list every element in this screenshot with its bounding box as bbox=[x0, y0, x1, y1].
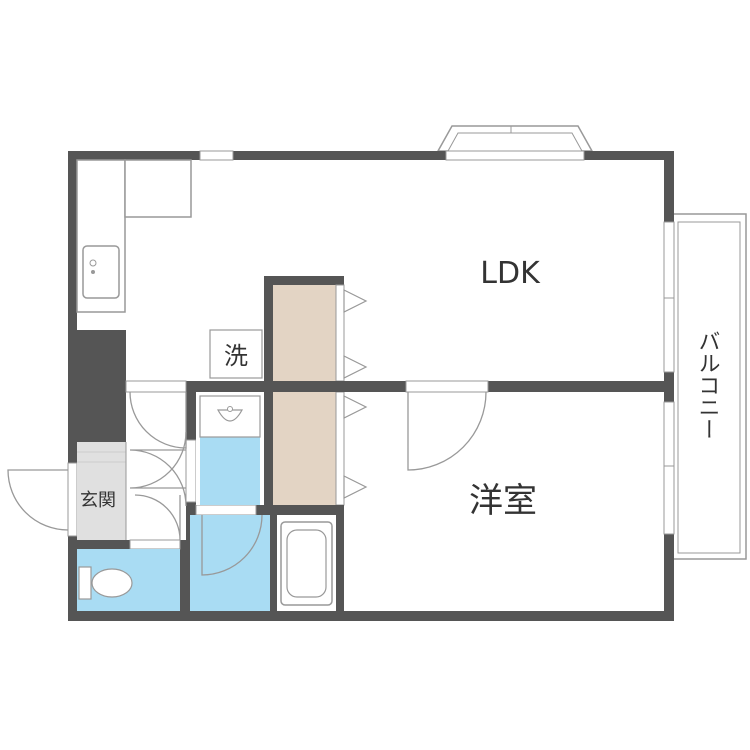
balcony-label: バルコニー bbox=[695, 330, 720, 440]
changing-room bbox=[190, 515, 270, 611]
window-openings bbox=[199, 150, 675, 535]
balcony bbox=[671, 213, 747, 560]
entrance-floor bbox=[77, 442, 127, 540]
laundry-space bbox=[209, 329, 263, 379]
entrance-label: 玄関 bbox=[80, 490, 116, 511]
bay-window bbox=[436, 125, 594, 152]
door-swings bbox=[7, 391, 487, 576]
bathroom bbox=[277, 515, 336, 611]
toilet-room bbox=[77, 549, 180, 611]
ldk-label: LDK bbox=[480, 256, 541, 291]
western-room-label: 洋室 bbox=[469, 481, 537, 521]
washroom bbox=[196, 392, 264, 505]
kitchen bbox=[76, 159, 192, 313]
laundry-label: 洗 bbox=[224, 342, 248, 370]
